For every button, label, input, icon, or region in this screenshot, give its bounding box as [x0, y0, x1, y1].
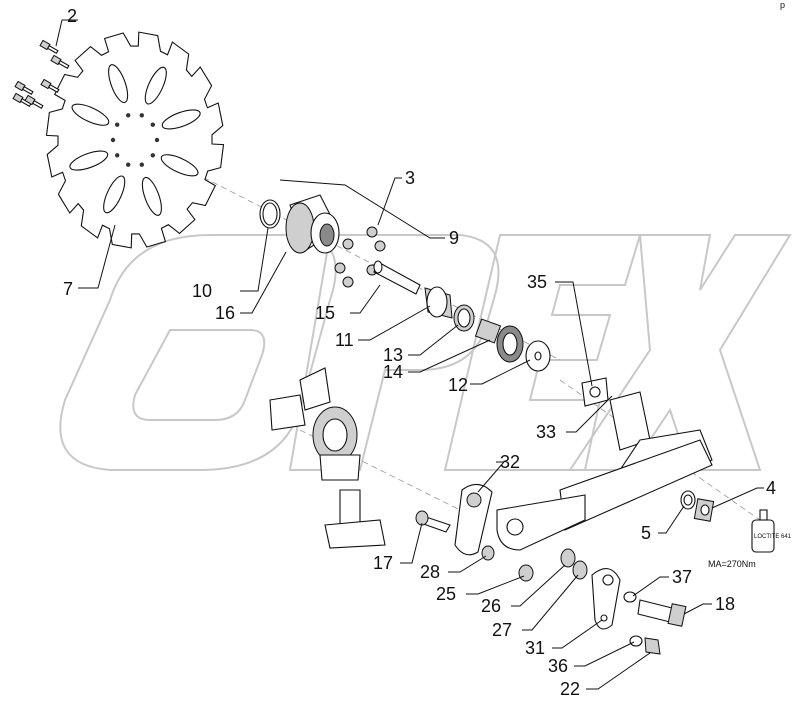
disc-bolt-hole	[126, 113, 131, 118]
swivel-bracket	[269, 367, 451, 549]
callout-2: 2	[67, 6, 77, 26]
disc-bolts	[12, 39, 70, 110]
disc-slot	[144, 66, 167, 105]
clip	[581, 377, 609, 407]
callout-10: 10	[192, 281, 212, 301]
callout-12: 12	[448, 375, 468, 395]
callout-9: 9	[449, 228, 459, 248]
leader-lines	[55, 19, 764, 690]
callout-27: 27	[492, 620, 512, 640]
arm-assembly	[454, 391, 713, 655]
callout-22: 22	[560, 679, 580, 699]
callout-5: 5	[641, 523, 651, 543]
disc-bolt-hole	[115, 122, 120, 127]
loctite-label: LOCTITE 641	[754, 534, 792, 540]
callout-37: 37	[672, 567, 692, 587]
disc-slot	[69, 150, 109, 171]
callout-32: 32	[500, 452, 520, 472]
disc-slot	[71, 103, 110, 126]
disc-slot	[160, 154, 199, 177]
disc-bolt-hole	[150, 153, 155, 158]
callout-35: 35	[527, 272, 547, 292]
disc-slot	[161, 109, 201, 130]
callout-36: 36	[548, 656, 568, 676]
axle-and-bearings	[373, 260, 551, 372]
callout-33: 33	[536, 422, 556, 442]
disc-slot	[108, 64, 129, 104]
callouts: 2 3 4 5 7 9 10 11 12 13 14 15 16 17 18 2…	[63, 6, 776, 699]
disc-bolt-hole	[115, 153, 120, 158]
disc-bolt-hole	[139, 113, 144, 118]
corner-mark: p	[780, 0, 785, 10]
callout-4: 4	[766, 478, 776, 498]
disc-bolt-hole	[126, 162, 131, 167]
disc-bolt-hole	[110, 137, 116, 143]
callout-13: 13	[383, 345, 403, 365]
callout-11: 11	[335, 330, 354, 350]
shaft-hardware: LOCTITE 641	[680, 490, 792, 553]
callout-31: 31	[525, 638, 545, 658]
callout-17: 17	[373, 553, 393, 573]
callout-15: 15	[315, 303, 335, 323]
callout-28: 28	[420, 562, 440, 582]
callout-7: 7	[63, 279, 73, 299]
disc-bolt-hole	[154, 137, 160, 143]
callout-26: 26	[481, 596, 501, 616]
hub-assembly	[259, 194, 386, 288]
disc-slot	[141, 176, 162, 216]
callout-3: 3	[405, 168, 415, 188]
disc-bolt-hole	[150, 122, 155, 127]
callout-16: 16	[215, 303, 235, 323]
callout-18: 18	[715, 594, 735, 614]
disc-bolt-hole	[139, 162, 144, 167]
callout-25: 25	[436, 584, 456, 604]
disc-slot	[103, 175, 126, 214]
notched-disc	[45, 31, 225, 249]
callout-14: 14	[383, 362, 403, 382]
torque-note: MA=270Nm	[708, 559, 756, 569]
